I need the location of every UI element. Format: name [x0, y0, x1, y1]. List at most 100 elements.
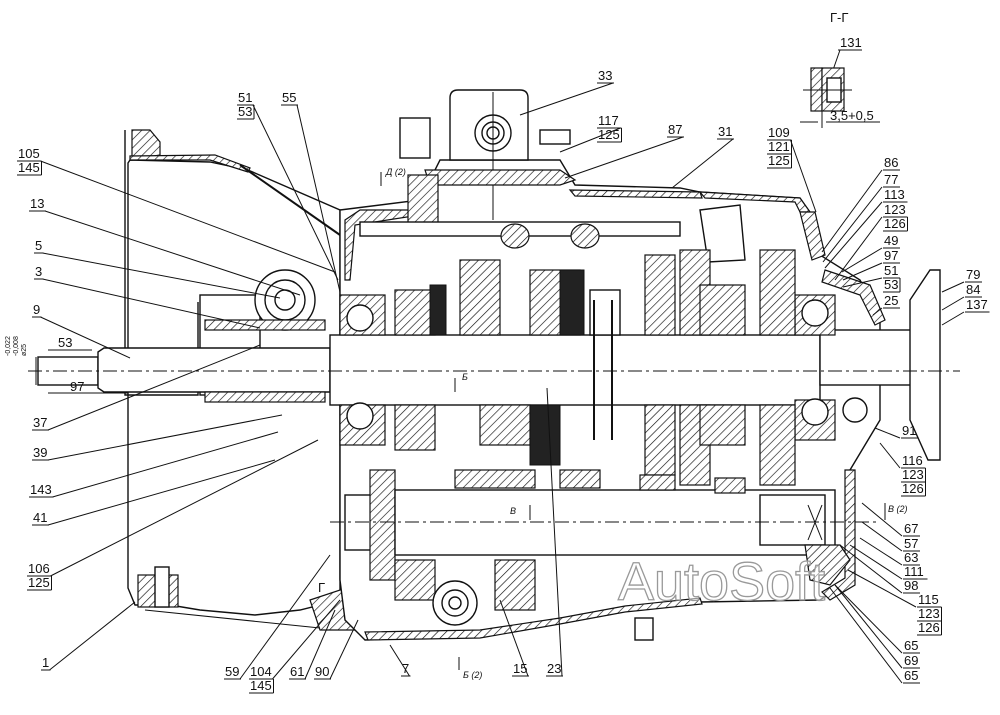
label-131: 131	[840, 35, 862, 50]
callout-number: 77	[884, 172, 898, 187]
dim-97: 97	[70, 379, 84, 394]
callout-number: 123	[902, 467, 924, 482]
callout-number: 1	[42, 655, 49, 670]
marker-v2: В (2)	[888, 504, 908, 514]
leader-line	[879, 442, 901, 469]
leader-line	[42, 278, 261, 329]
leader-line	[40, 160, 336, 273]
callout-number: 90	[315, 664, 329, 679]
callout-37: 37	[32, 344, 261, 431]
callout-65: 65	[834, 584, 920, 654]
callout-number: 113	[884, 187, 905, 202]
callout-5: 5	[34, 238, 281, 299]
callout-number: 51	[884, 263, 898, 278]
callout-number: 53	[884, 277, 898, 292]
section-markers: Д (2) Б Б (2) В В (2) Г	[318, 167, 908, 680]
leader-line	[47, 414, 283, 461]
callout-111: 111	[849, 544, 928, 580]
callout-number: 117	[598, 113, 619, 128]
leader-line	[874, 427, 901, 439]
callout-61: 61	[289, 609, 336, 680]
leader-line	[824, 201, 883, 269]
leader-line	[872, 307, 883, 316]
leader-line	[941, 281, 965, 293]
callout-41: 41	[32, 459, 276, 526]
callout-23: 23	[546, 387, 563, 677]
callout-number: 49	[884, 233, 898, 248]
callout-number: 25	[884, 293, 898, 308]
callout-number: 5	[35, 238, 42, 253]
leader-line	[40, 316, 131, 359]
leader-line	[671, 138, 734, 189]
callout-number: 126	[918, 620, 940, 635]
leader-line	[499, 599, 529, 677]
main-shaft	[28, 269, 960, 461]
dim-tol-upper: -0,008	[13, 336, 20, 356]
callout-number: 53	[238, 104, 252, 119]
callout-number: 143	[30, 482, 52, 497]
callout-49: 49	[841, 233, 900, 273]
callout-number: 145	[18, 160, 40, 175]
dim-diameter: ø25	[21, 344, 28, 356]
callout-number: 79	[966, 267, 980, 282]
callout-79: 79	[941, 267, 982, 293]
leader-line	[829, 587, 903, 684]
callout-number: 31	[718, 124, 732, 139]
callout-number: 3	[35, 264, 42, 279]
callout-number: 126	[884, 216, 906, 231]
callout-number: 13	[30, 196, 44, 211]
callout-number: 84	[966, 282, 980, 297]
leader-line	[941, 296, 965, 311]
callout-143: 143	[29, 431, 279, 498]
marker-b-small: Б	[462, 372, 468, 382]
leader-line	[839, 544, 903, 594]
leader-line	[861, 502, 903, 537]
callout-number: 69	[904, 653, 918, 668]
leader-line	[304, 609, 336, 680]
callout-number: 59	[225, 664, 239, 679]
callout-number: 23	[547, 661, 561, 676]
marker-d: Д (2)	[385, 167, 406, 177]
callout-84: 84	[941, 282, 982, 311]
leader-line	[821, 169, 883, 253]
callout-65: 65	[829, 587, 920, 684]
callout-number: 109	[768, 125, 790, 140]
leader-line	[941, 311, 965, 326]
countershaft	[330, 469, 880, 641]
callout-number: 145	[250, 678, 272, 693]
callout-number: 57	[904, 536, 918, 551]
callout-number: 121	[768, 139, 790, 154]
main-shaft-gears	[394, 249, 796, 486]
callout-number: 106	[28, 561, 50, 576]
callout-number: 115	[918, 592, 939, 607]
callout-90: 90	[314, 619, 359, 680]
leader-line	[564, 136, 684, 179]
callout-91: 91	[874, 423, 918, 439]
leader-line	[519, 82, 614, 116]
marker-g: Г	[318, 580, 325, 595]
leader-line	[272, 599, 341, 680]
callout-1: 1	[41, 601, 136, 671]
callout-labels: 1051451353937391434110612515153553311712…	[17, 68, 990, 694]
leader-line	[47, 344, 261, 431]
callout-number: 111	[904, 564, 924, 579]
callout-137: 137	[941, 297, 990, 326]
leader-line	[52, 431, 279, 498]
shift-cover	[359, 89, 746, 263]
callout-31: 31	[671, 124, 734, 189]
dim-tol-lower: -0,022	[5, 336, 12, 356]
callout-number: 123	[918, 606, 940, 621]
leader-line	[822, 186, 883, 263]
leader-line	[842, 277, 883, 288]
callout-number: 116	[902, 453, 923, 468]
callout-number: 39	[33, 445, 47, 460]
leader-line	[239, 554, 331, 680]
marker-b: Б (2)	[463, 670, 482, 680]
leader-line	[790, 139, 817, 213]
callout-number: 137	[966, 297, 988, 312]
